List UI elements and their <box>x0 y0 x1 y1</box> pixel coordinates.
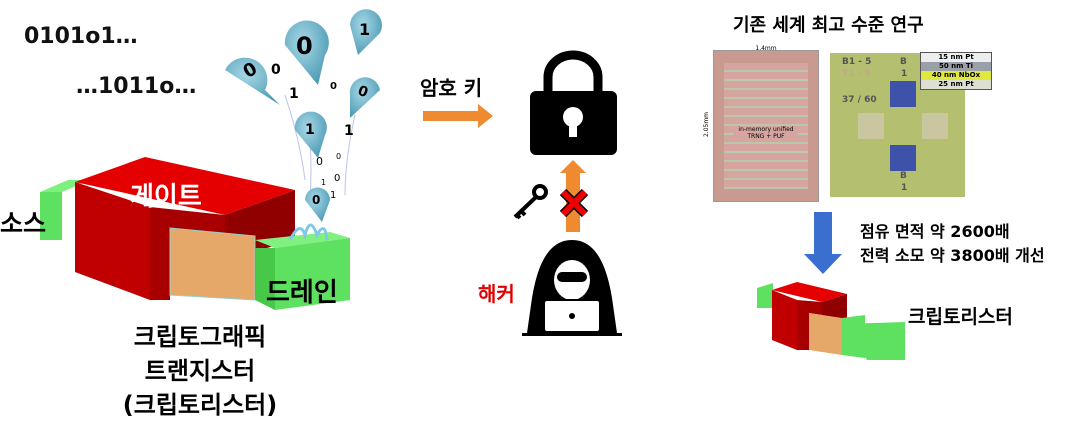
down-arrow-icon <box>804 212 842 274</box>
key-label: 암호 키 <box>420 76 483 100</box>
falling-bit: 1 <box>330 190 337 201</box>
improvement-line: 전력 소모 약 3800배 개선 <box>860 246 1045 265</box>
hacker-label: 해커 <box>478 282 515 306</box>
chip-micrograph: 1.4mm 2.05mm in-memory unified TRNG + PU… <box>703 45 819 202</box>
layer: 15 nm Pt <box>921 53 991 62</box>
layer-stack: 15 nm Pt 50 nm Ti 40 nm NbOx 25 nm Pt <box>920 52 992 90</box>
falling-bit: 0 <box>336 152 342 161</box>
layer: 25 nm Pt <box>921 80 991 89</box>
balloon-digit: 1 <box>359 20 371 39</box>
lock-icon <box>530 50 617 155</box>
key-icon <box>513 184 548 220</box>
device-label: B <box>900 57 907 67</box>
layer: 50 nm Ti <box>921 62 991 71</box>
splash-icon <box>288 223 329 241</box>
annotation-line: TRNG + PUF <box>747 133 785 140</box>
blocked-x-icon <box>559 188 589 218</box>
improvement-line: 점유 면적 약 2600배 <box>860 222 1010 241</box>
right-arrow-icon <box>423 104 493 128</box>
improvement-text: 점유 면적 약 2600배 전력 소모 약 3800배 개선 <box>860 220 1045 268</box>
device-label: 1 <box>901 69 908 79</box>
falling-bit: 0 <box>271 62 281 78</box>
drain-label: 드레인 <box>266 278 338 308</box>
caption-line: (크립토리스터) <box>122 391 278 419</box>
gate-label: 게이트 <box>130 182 202 212</box>
device-label: B <box>900 171 907 181</box>
balloon <box>225 57 280 105</box>
balloon-digit: 0 <box>296 32 313 60</box>
balloon <box>294 111 327 158</box>
device-label: B1 - 5 <box>842 57 872 67</box>
chip-width-label: 1.4mm <box>755 45 777 52</box>
balloon <box>284 20 329 85</box>
caption-line: 트랜지스터 <box>144 357 256 385</box>
cryptoristor-label: 크립토리스터 <box>908 306 1013 328</box>
chip-annotation: in-memory unified TRNG + PUF <box>734 126 798 140</box>
falling-bit: 0 <box>330 81 337 92</box>
balloon <box>305 187 330 222</box>
cryptoristor-3d <box>757 282 905 360</box>
device-label: T1 - 5 <box>842 69 871 79</box>
balloon-digit: 1 <box>305 122 315 138</box>
source-label: 소스 <box>0 209 47 238</box>
bit-string-top: 0101o1… <box>24 24 138 49</box>
falling-bit: 0 <box>316 155 323 168</box>
balloon <box>350 9 382 55</box>
caption-line: 크립토그래픽 <box>133 323 267 351</box>
balloon-digit: 0 <box>312 193 321 207</box>
device-label: 1 <box>901 183 908 193</box>
falling-bit: 0 <box>334 173 341 184</box>
falling-bit: 1 <box>344 123 354 139</box>
balloon <box>349 77 380 118</box>
layer: 40 nm NbOx <box>921 71 991 80</box>
bit-string-bottom: …1011o… <box>76 74 197 99</box>
falling-bit: 1 <box>321 178 327 187</box>
research-title: 기존 세계 최고 수준 연구 <box>733 15 924 36</box>
transistor-caption: 크립토그래픽 트랜지스터 (크립토리스터) <box>90 320 310 422</box>
bit-balloons <box>225 9 382 222</box>
transistor-3d <box>40 157 350 310</box>
chip-height-label: 2.05mm <box>703 111 711 138</box>
annotation-line: in-memory unified <box>738 126 794 133</box>
device-label: 37 / 60 <box>842 95 877 105</box>
hacker-icon <box>522 240 622 336</box>
falling-bit: 1 <box>289 86 299 102</box>
